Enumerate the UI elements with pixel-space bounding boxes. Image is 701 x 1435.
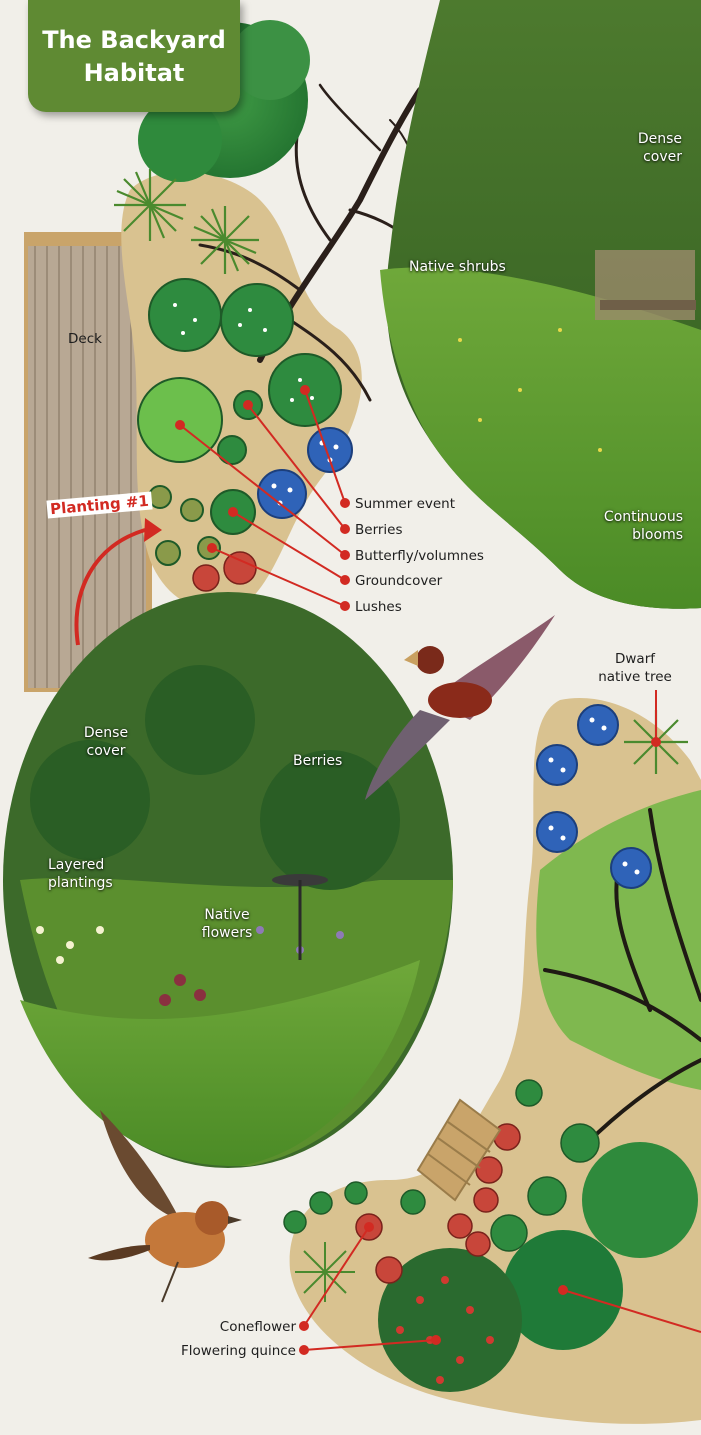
shrub-speckles [173,303,314,402]
red-dots-quince [396,1276,494,1384]
perched-bird-lower [88,1110,242,1303]
photo2-native-flowers: Native flowers [201,907,253,941]
page-title: The Backyard Habitat [42,26,226,87]
legend-flowering-quince: Flowering quince [180,1343,296,1359]
photo2-dense-cover: Dense cover [83,725,129,759]
legend-lushes: Lushes [355,599,402,615]
photo-garden-lawn [380,0,701,609]
legend-groundcover: Groundcover [355,573,443,589]
photo-garden-bed [3,592,453,1168]
red-flower-cluster [192,551,257,592]
photo1-dense-cover: Dense cover [637,131,682,165]
blue-berry-shrubs-2 [536,704,652,889]
red-coneflowers-2 [355,1123,521,1284]
dwarf-native-tree-label: Dwarf native tree [598,651,672,685]
title-banner: The Backyard Habitat [28,0,240,112]
photo2-layered-plantings: Layered plantings [48,857,113,891]
photo1-continuous-blooms: Continuous blooms [603,509,683,543]
plan1-leader-lines [175,385,350,611]
legend-summer-event: Summer event [355,496,456,512]
planting-arrow [74,518,162,646]
blue-berry-shrubs [257,427,353,519]
spiky-shrub-bottom [295,1242,355,1302]
deck-label: Deck [68,331,102,347]
spiky-shrubs-top [114,169,259,274]
wood-path [416,1098,502,1202]
legend-butterfly: Butterfly/volumnes [355,548,484,564]
photo1-native-shrubs: Native shrubs [409,259,506,275]
large-shrubs-bottom [378,1142,698,1392]
small-green-shrubs-2 [283,1079,600,1252]
legend-coneflower: Coneflower [219,1319,296,1335]
flying-bird-upper [365,615,555,800]
plan2-leader-lines [299,690,701,1355]
legend-berries: Berries [355,522,403,538]
photo2-berries: Berries [293,753,343,769]
